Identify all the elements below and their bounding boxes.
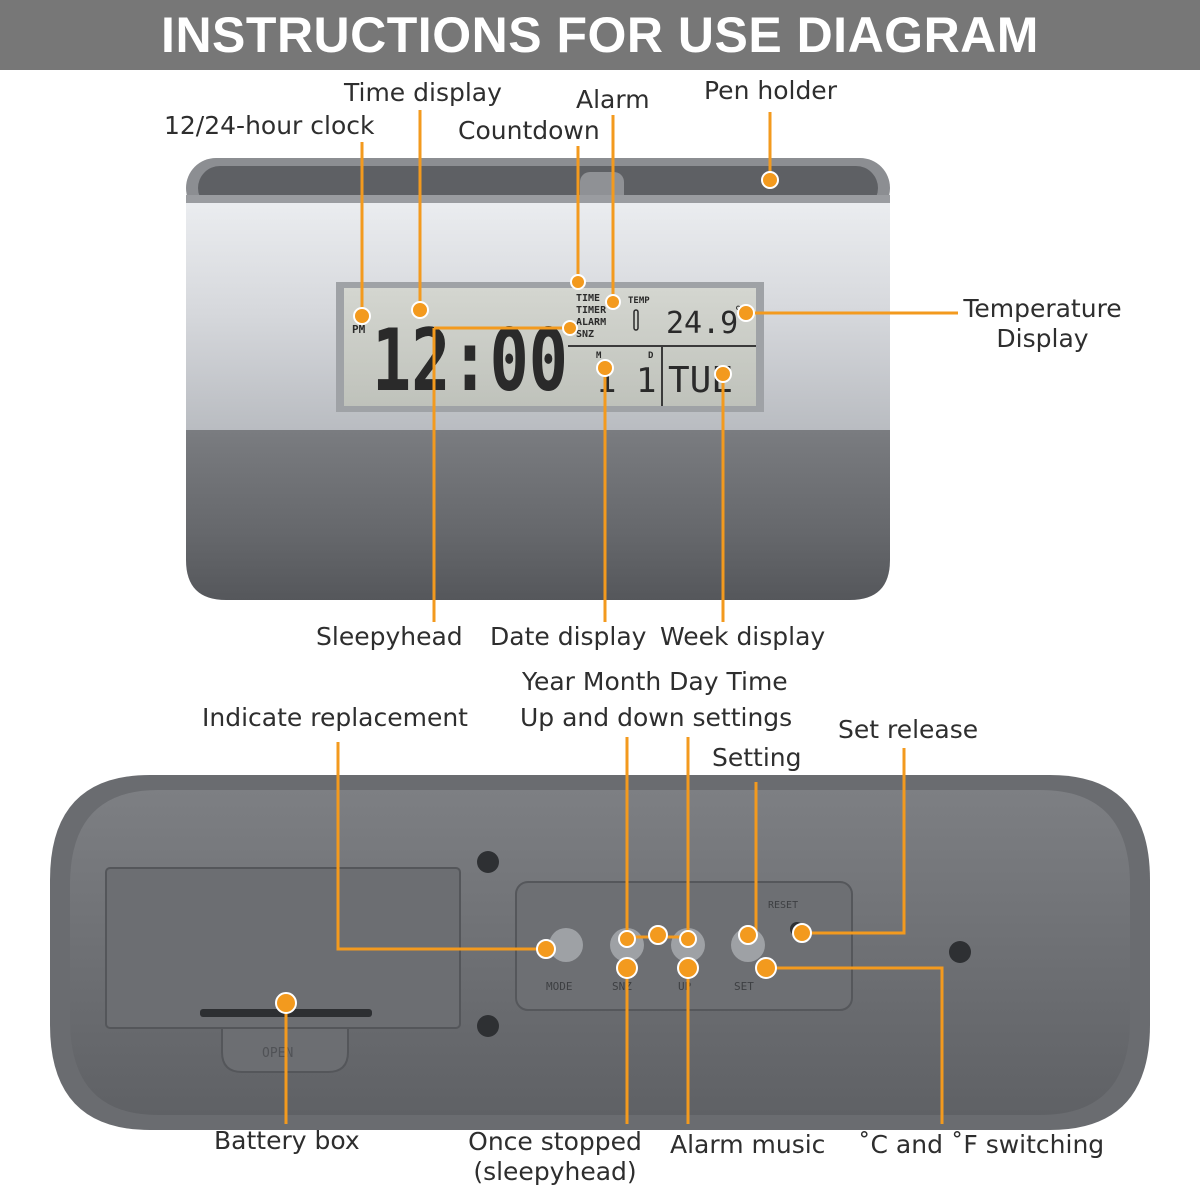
back-leader-lines xyxy=(284,737,944,1124)
label-year-month-day-time: Year Month Day Time xyxy=(522,667,788,696)
header-bar: INSTRUCTIONS FOR USE DIAGRAM xyxy=(0,0,1200,70)
screw-top xyxy=(477,851,499,873)
lcd-time-digits: 12:00 xyxy=(372,311,568,411)
reset-label: RESET xyxy=(768,900,798,911)
label-indicate-replacement: Indicate replacement xyxy=(202,703,468,732)
lcd-month-label: M xyxy=(596,351,602,361)
label-battery-box: Battery box xyxy=(214,1126,360,1155)
label-time-display: Time display xyxy=(344,78,502,107)
battery-open-text: OPEN xyxy=(262,1046,293,1061)
label-set-release: Set release xyxy=(838,715,979,744)
back-marker-dots xyxy=(275,923,812,1014)
mode-label: MODE xyxy=(546,980,573,993)
front-marker-dots xyxy=(353,171,779,383)
label-alarm: Alarm xyxy=(576,85,650,114)
thermometer-icon xyxy=(633,309,639,331)
clock-dark-base xyxy=(186,430,890,600)
lcd-mode-time: TIME xyxy=(576,293,600,304)
lcd-mode-alarm: ALARM xyxy=(576,317,606,328)
label-temperature-line1: Temperature xyxy=(963,294,1122,323)
label-12-24-hour-clock: 12/24-hour clock xyxy=(164,111,375,140)
label-setting: Setting xyxy=(712,743,802,772)
lcd-temp-label: TEMP xyxy=(628,296,650,306)
lcd-pm-indicator: PM xyxy=(352,323,366,336)
label-c-f-switching: ˚C and ˚F switching xyxy=(858,1130,1105,1159)
page-title: INSTRUCTIONS FOR USE DIAGRAM xyxy=(161,7,1039,63)
mode-button xyxy=(549,928,583,962)
lcd-day-label: D xyxy=(648,351,654,361)
label-date-display: Date display xyxy=(490,622,647,651)
label-pen-holder: Pen holder xyxy=(704,76,837,105)
label-countdown: Countdown xyxy=(458,116,600,145)
lcd-mode-timer: TIMER xyxy=(576,305,607,316)
lcd-mode-snz: SNZ xyxy=(576,329,594,340)
label-temperature-line2: Display xyxy=(996,324,1089,353)
label-temperature-display: Temperature Display xyxy=(960,294,1125,354)
front-leader-lines xyxy=(360,110,958,622)
label-once-stopped-line1: Once stopped xyxy=(468,1127,642,1156)
label-alarm-music: Alarm music xyxy=(670,1130,826,1159)
screw-bottom xyxy=(477,1015,499,1037)
lcd-temperature: 24.9 xyxy=(666,306,738,341)
label-once-stopped: Once stopped (sleepyhead) xyxy=(462,1127,648,1187)
set-label: SET xyxy=(734,980,754,993)
screw-right xyxy=(949,941,971,963)
label-once-stopped-line2: (sleepyhead) xyxy=(473,1157,637,1186)
label-week-display: Week display xyxy=(660,622,826,651)
up-label: UP xyxy=(678,980,692,993)
lcd-day-value: 1 xyxy=(636,361,656,401)
label-sleepyhead: Sleepyhead xyxy=(316,622,463,651)
snz-label: SNZ xyxy=(612,980,632,993)
label-up-down-settings: Up and down settings xyxy=(520,703,793,732)
